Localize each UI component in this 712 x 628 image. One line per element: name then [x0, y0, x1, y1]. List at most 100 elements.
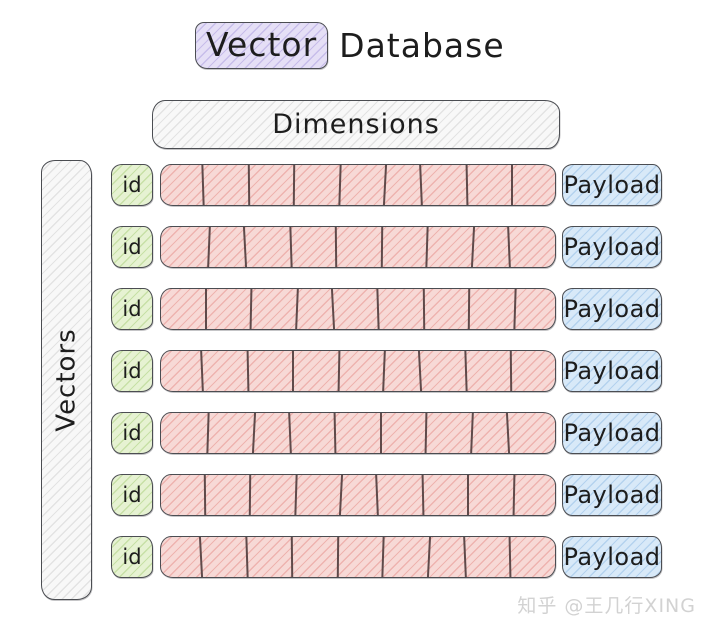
cell-divider-line — [380, 227, 383, 267]
id-chip: id — [111, 164, 153, 206]
cell-divider-line — [418, 351, 423, 391]
title-vector-chip: Vector — [195, 22, 329, 69]
cell-divider-line — [382, 351, 387, 391]
id-chip: id — [111, 474, 153, 516]
watermark: 知乎 @王几行XING — [517, 595, 696, 617]
diagram-title: Vector Database — [195, 22, 505, 69]
payload-label: Payload — [563, 357, 661, 385]
payload-chip: Payload — [562, 226, 662, 268]
vector-row: id Payload — [111, 226, 662, 268]
vector-row: id Payload — [111, 288, 662, 330]
cell-divider-line — [206, 413, 210, 453]
cell-divider-line — [291, 537, 294, 577]
cell-divider-line — [379, 413, 382, 453]
cell-divider-line — [200, 351, 205, 391]
vector-dimensions-bar — [160, 164, 556, 206]
cell-divider-line — [339, 475, 344, 515]
vector-dimensions-bar — [160, 536, 556, 578]
cell-divider-line — [464, 351, 468, 391]
cell-divider-line — [381, 537, 386, 577]
id-chip: id — [111, 536, 153, 578]
vector-dimensions-bar — [160, 288, 556, 330]
cell-divider-line — [294, 289, 299, 329]
payload-label: Payload — [563, 543, 661, 571]
cell-divider-line — [288, 227, 293, 267]
cell-divider-line — [247, 165, 250, 205]
vector-rows: id Payload id Payload id Payload — [111, 164, 662, 578]
payload-label: Payload — [563, 419, 661, 447]
payload-label: Payload — [563, 233, 661, 261]
id-label: id — [122, 235, 142, 259]
cell-divider-line — [251, 413, 256, 453]
dimensions-label: Dimensions — [272, 109, 440, 140]
vector-row: id Payload — [111, 350, 662, 392]
id-label: id — [122, 421, 142, 445]
vector-row: id Payload — [111, 412, 662, 454]
cell-divider-line — [383, 165, 388, 205]
cell-divider-line — [511, 165, 514, 205]
vector-dimensions-bar — [160, 350, 556, 392]
cell-divider-line — [376, 289, 380, 329]
id-label: id — [122, 483, 142, 507]
id-label: id — [122, 545, 142, 569]
cell-divider-line — [330, 289, 335, 329]
dimensions-header-bar: Dimensions — [152, 100, 560, 149]
cell-divider-line — [425, 227, 429, 267]
cell-divider-line — [246, 351, 250, 391]
cell-divider-line — [424, 413, 428, 453]
cell-divider-line — [204, 289, 207, 329]
vectors-axis-bar: Vectors — [41, 160, 92, 600]
cell-divider-line — [505, 413, 510, 453]
cell-divider-line — [468, 289, 471, 329]
cell-divider-line — [287, 413, 292, 453]
id-chip: id — [111, 226, 153, 268]
cell-divider-line — [203, 475, 206, 515]
payload-chip: Payload — [562, 474, 662, 516]
payload-chip: Payload — [562, 536, 662, 578]
cell-divider-line — [294, 475, 298, 515]
cell-divider-line — [207, 227, 211, 267]
cell-divider-line — [292, 351, 295, 391]
cell-divider-line — [426, 537, 431, 577]
cell-divider-line — [465, 165, 468, 205]
id-label: id — [122, 297, 142, 321]
payload-label: Payload — [563, 171, 661, 199]
cell-divider-line — [199, 537, 204, 577]
vector-dimensions-bar — [160, 412, 556, 454]
cell-divider-line — [509, 537, 512, 577]
cell-divider-line — [249, 475, 252, 515]
cell-divider-line — [419, 165, 423, 205]
cell-divider-line — [245, 537, 249, 577]
cell-divider-line — [333, 413, 337, 453]
vector-dimensions-bar — [160, 474, 556, 516]
cell-divider-line — [375, 475, 380, 515]
id-label: id — [122, 359, 142, 383]
cell-divider-line — [421, 475, 425, 515]
payload-chip: Payload — [562, 288, 662, 330]
cell-divider-line — [336, 537, 340, 577]
payload-chip: Payload — [562, 412, 662, 454]
cell-divider-line — [467, 475, 470, 515]
cell-divider-line — [337, 351, 341, 391]
id-chip: id — [111, 350, 153, 392]
id-label: id — [122, 173, 142, 197]
cell-divider-line — [506, 227, 511, 267]
payload-label: Payload — [563, 481, 661, 509]
vector-row: id Payload — [111, 536, 662, 578]
cell-divider-line — [512, 475, 516, 515]
cell-divider-line — [292, 165, 296, 205]
id-chip: id — [111, 288, 153, 330]
cell-divider-line — [463, 537, 467, 577]
cell-divider-line — [243, 227, 248, 267]
cell-divider-line — [422, 289, 425, 329]
cell-divider-line — [470, 227, 475, 267]
cell-divider-line — [513, 289, 517, 329]
vectors-label: Vectors — [51, 328, 82, 432]
payload-chip: Payload — [562, 350, 662, 392]
vector-row: id Payload — [111, 164, 662, 206]
vector-row: id Payload — [111, 474, 662, 516]
cell-divider-line — [249, 289, 253, 329]
id-chip: id — [111, 412, 153, 454]
cell-divider-line — [334, 227, 338, 267]
